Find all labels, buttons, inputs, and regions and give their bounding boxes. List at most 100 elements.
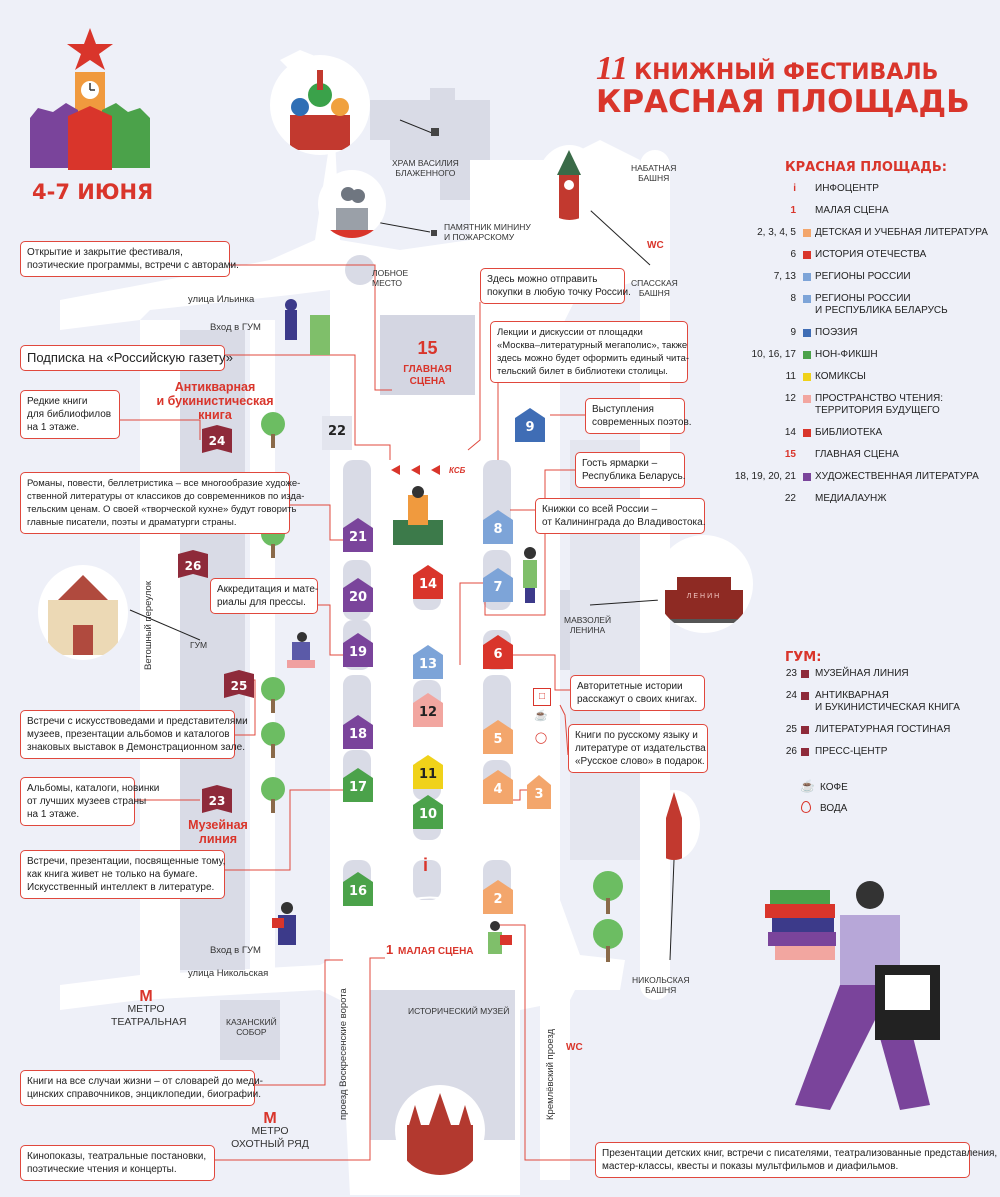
book-icon bbox=[801, 670, 809, 678]
stage-3: 3 bbox=[527, 775, 551, 809]
stage-9: 9 bbox=[515, 408, 545, 442]
callout-fiction: Романы, повести, беллетристика – все мно… bbox=[20, 472, 304, 534]
tree-icon bbox=[258, 775, 288, 820]
wc-marker: WC bbox=[647, 240, 664, 251]
stage-17: 17 bbox=[343, 768, 373, 802]
stage-number: 16 bbox=[348, 884, 368, 899]
stage-12: 12 bbox=[413, 693, 443, 727]
callout-museums: Встречи с искусствоведами и представител… bbox=[20, 710, 248, 759]
legend-swatch bbox=[803, 395, 811, 403]
person-with-book-illustration bbox=[270, 900, 305, 970]
legend-label: ИНФОЦЕНТР bbox=[815, 183, 879, 194]
legend-number: i bbox=[793, 183, 796, 194]
legend-number: 15 bbox=[784, 449, 796, 460]
stage-8: 8 bbox=[483, 510, 513, 544]
legend-swatch bbox=[803, 473, 811, 481]
stage-number: 14 bbox=[418, 577, 438, 592]
metro-icon: M bbox=[263, 1110, 277, 1127]
stage-shape bbox=[527, 775, 551, 809]
festival-number: 11 bbox=[596, 50, 629, 87]
legend-swatch bbox=[803, 251, 811, 259]
kremlin-logo bbox=[28, 28, 153, 176]
stage-number: 3 bbox=[534, 787, 544, 802]
legend-label: КОМИКСЫ bbox=[815, 371, 866, 382]
stage-18: 18 bbox=[343, 715, 373, 749]
legend-gum-label: МУЗЕЙНАЯ ЛИНИЯ bbox=[815, 668, 909, 679]
gum-book-number: 24 bbox=[208, 434, 226, 448]
leader-lines bbox=[120, 264, 595, 1161]
legend-number: 22 bbox=[784, 493, 796, 504]
stage-seats bbox=[398, 405, 458, 440]
legend-water: ВОДА bbox=[820, 803, 848, 814]
stage-number: 18 bbox=[348, 727, 368, 742]
nikolskaya-tower-illustration bbox=[648, 790, 700, 860]
book-icon bbox=[801, 748, 809, 756]
gum-label: ГУМ bbox=[190, 640, 208, 650]
legend-number: 2, 3, 4, 5 bbox=[757, 227, 796, 238]
wc-marker: WC bbox=[566, 1042, 583, 1053]
stage-11: 11 bbox=[413, 755, 443, 789]
legend-swatch bbox=[803, 295, 811, 303]
stage-shape bbox=[483, 635, 513, 669]
lenin-sign: ЛЕНИН bbox=[686, 593, 722, 600]
mausoleum-label: МАВЗОЛЕЙ ЛЕНИНА bbox=[564, 615, 612, 635]
stage-4: 4 bbox=[483, 770, 513, 804]
stage-16: 16 bbox=[343, 872, 373, 906]
stage-shape bbox=[413, 755, 443, 789]
stage-shape bbox=[343, 715, 373, 749]
stage-number: 10 bbox=[418, 807, 438, 822]
metro-icon: M bbox=[139, 988, 153, 1005]
legend-title-red-square: КРАСНАЯ ПЛОЩАДЬ: bbox=[785, 160, 947, 175]
legend-label: ИСТОРИЯ ОТЕЧЕСТВА bbox=[815, 249, 927, 260]
tree-icon bbox=[590, 918, 626, 969]
callout-main-stage: Открытие и закрытие фестиваля, поэтическ… bbox=[20, 241, 239, 277]
stage-number: 7 bbox=[493, 580, 503, 595]
st-basil-marker bbox=[431, 128, 439, 136]
stage-number: 19 bbox=[348, 645, 368, 660]
gum-entrance-bottom: Вход в ГУМ bbox=[210, 945, 261, 956]
stage-shape bbox=[343, 633, 373, 667]
tree-icon bbox=[258, 720, 288, 765]
kazansky-building bbox=[220, 1000, 280, 1060]
museum-line-label: Музейная линия bbox=[188, 818, 248, 846]
legend-label: МАЛАЯ СЦЕНА bbox=[815, 205, 889, 216]
callout-regions: Книжки со всей России – от Калининграда … bbox=[535, 498, 705, 534]
person-reading-illustration bbox=[515, 545, 545, 610]
legend-swatch bbox=[803, 229, 811, 237]
callout-digital: Встречи, презентации, посвященные тому, … bbox=[20, 850, 225, 899]
book-icon bbox=[801, 692, 809, 700]
main-stage-number: 15 bbox=[417, 338, 438, 358]
lobnoe-mesto-label: ЛОБНОЕ МЕСТО bbox=[372, 268, 409, 288]
stage-shape bbox=[483, 880, 513, 914]
gum-book-25: 25 bbox=[224, 670, 254, 700]
legend-label: ПРОСТРАНСТВО ЧТЕНИЯ: ТЕРРИТОРИЯ БУДУЩЕГО bbox=[815, 393, 944, 416]
stage-number: 4 bbox=[493, 782, 503, 797]
legend-number: 6 bbox=[790, 249, 796, 260]
stage-shape bbox=[483, 770, 513, 804]
reader-climbing-books-illustration bbox=[265, 295, 340, 365]
stage-22: 22 bbox=[322, 416, 352, 450]
legend-number: 10, 16, 17 bbox=[751, 349, 796, 360]
street-ilinka: улица Ильинка bbox=[188, 294, 255, 305]
minin-monument-label: ПАМЯТНИК МИНИНУ И ПОЖАРСКОМУ bbox=[444, 222, 531, 242]
callout-megapolis: Лекции и дискуссии от площадки «Москва–л… bbox=[490, 321, 689, 383]
stage-shape bbox=[483, 720, 513, 754]
spasskaya-tower-label: СПАССКАЯ БАШНЯ bbox=[631, 278, 678, 298]
legend-label: ХУДОЖЕСТВЕННАЯ ЛИТЕРАТУРА bbox=[815, 471, 979, 482]
festival-title-line2: КРАСНАЯ ПЛОЩАДЬ bbox=[596, 84, 970, 120]
legend-swatch bbox=[803, 351, 811, 359]
gum-book-number: 25 bbox=[230, 679, 248, 693]
legend-gum-number: 24 bbox=[785, 690, 797, 701]
coffee-icon: ☕ bbox=[800, 779, 815, 793]
stage-shape bbox=[322, 416, 352, 450]
stage-shape bbox=[413, 693, 443, 727]
stage-shape bbox=[413, 795, 443, 829]
stage-19: 19 bbox=[343, 633, 373, 667]
stage-6: 6 bbox=[483, 635, 513, 669]
stage-5: 5 bbox=[483, 720, 513, 754]
kcb-logo: КСБ bbox=[449, 466, 466, 475]
gum-book-number: 26 bbox=[184, 559, 202, 573]
main-stage-label: ГЛАВНАЯ СЦЕНА bbox=[403, 364, 452, 387]
legend-gum-number: 23 bbox=[785, 668, 797, 679]
stage-number: 11 bbox=[418, 767, 438, 782]
